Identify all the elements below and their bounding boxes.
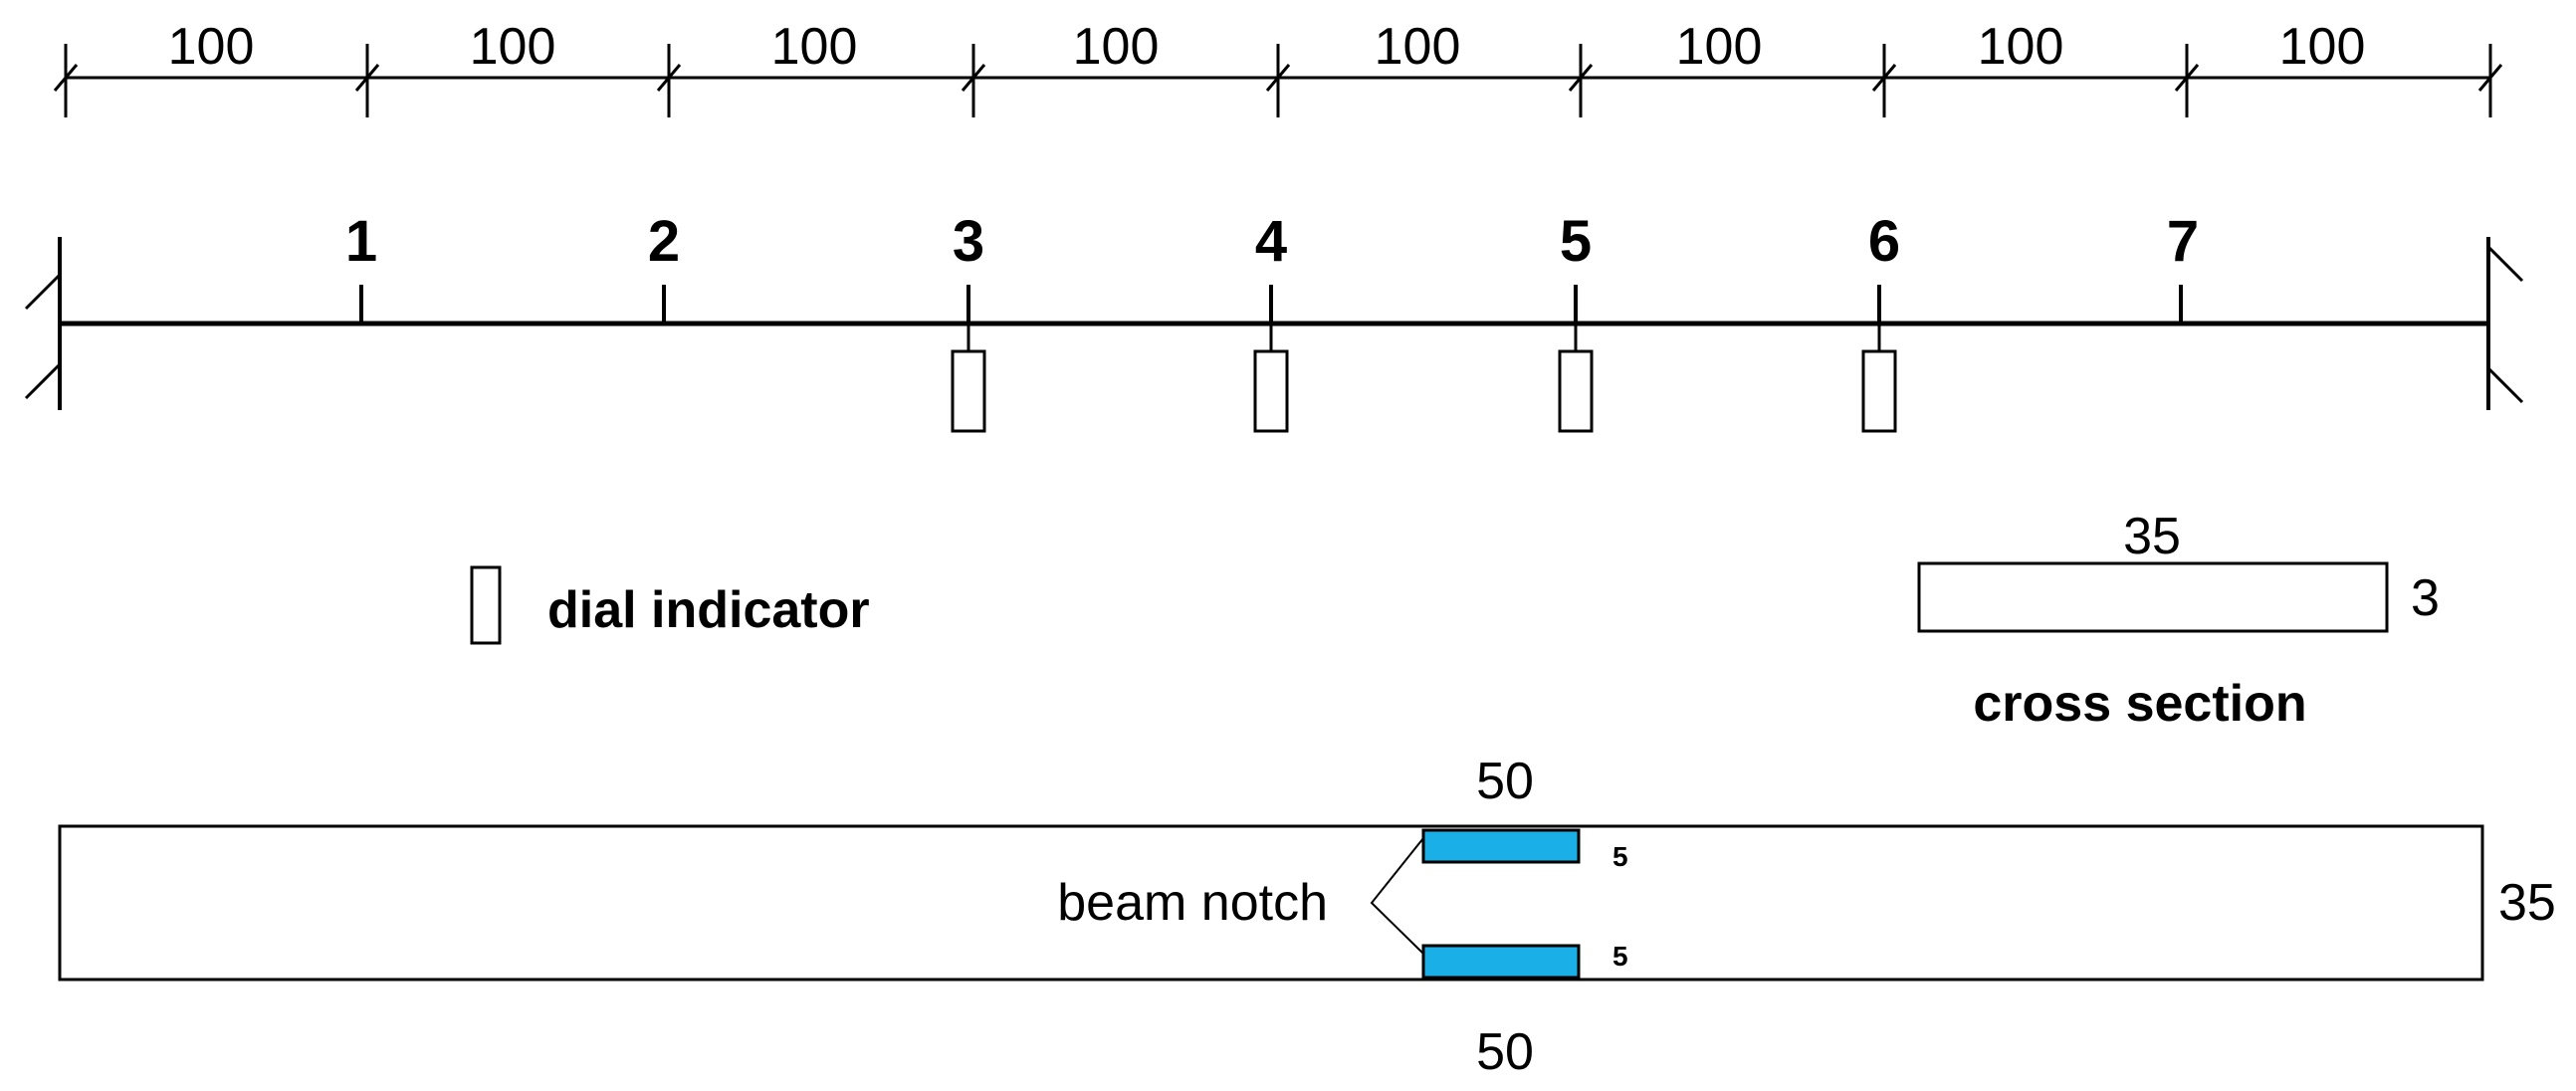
- bottom-notch-length: 50: [1476, 1023, 1534, 1081]
- cross-section-caption: cross section: [1973, 675, 2306, 733]
- dimension-chain: 100 100 100 100 100 100 100 100: [53, 18, 2503, 117]
- node-label: 2: [648, 209, 680, 274]
- dial-indicator: [1253, 349, 1289, 433]
- cross-section-width: 35: [2123, 508, 2181, 565]
- dimension-label: 100: [1073, 18, 1160, 76]
- bottom-notch: [1421, 944, 1581, 980]
- node-label: 4: [1255, 209, 1287, 274]
- top-notch: [1421, 828, 1581, 864]
- node-label: 7: [2167, 209, 2199, 274]
- dial-indicators: [951, 324, 1897, 433]
- cross-section: 35 3 cross section: [1917, 508, 2440, 733]
- dimension-label: 100: [1676, 18, 1763, 76]
- dimension-slash: [53, 64, 79, 92]
- cross-section-height: 3: [2411, 569, 2440, 627]
- node-ticks: [359, 285, 2183, 324]
- beam-plan-width: 35: [2498, 874, 2556, 932]
- beam-elevation: 1 2 3 4 5 6 7: [24, 209, 2524, 433]
- right-fixed-support: [2486, 237, 2524, 410]
- dimension-label: 100: [470, 18, 556, 76]
- dimension-slash: [2477, 64, 2503, 92]
- dial-indicator-label: dial indicator: [547, 581, 870, 639]
- cross-section-rect: [1917, 561, 2389, 633]
- dimension-slash: [2174, 64, 2200, 92]
- node-label: 6: [1868, 209, 1900, 274]
- dimension-label: 100: [1978, 18, 2064, 76]
- dial-indicator-symbol: [470, 565, 502, 645]
- dial-indicator: [951, 349, 986, 433]
- dimension-slash: [1871, 64, 1897, 92]
- dimension-ticks: [53, 44, 2503, 117]
- top-notch-length: 50: [1476, 753, 1534, 810]
- dimension-slash: [354, 64, 380, 92]
- dimension-label: 100: [168, 18, 255, 76]
- beam-plan-rect: [58, 824, 2484, 982]
- node-label: 1: [345, 209, 377, 274]
- left-fixed-support: [24, 237, 62, 410]
- dimension-slash: [656, 64, 682, 92]
- beam-notch-label: beam notch: [1057, 874, 1328, 932]
- dial-indicator: [1558, 349, 1594, 433]
- node-label: 5: [1560, 209, 1592, 274]
- dimension-slash: [961, 64, 986, 92]
- dimension-label: 100: [1375, 18, 1461, 76]
- dimension-label: 100: [2279, 18, 2366, 76]
- node-label: 3: [953, 209, 984, 274]
- dimension-slash: [1265, 64, 1291, 92]
- legend: dial indicator: [470, 565, 870, 645]
- notch-leader-line: [1370, 837, 1424, 955]
- top-notch-depth: 5: [1612, 841, 1628, 872]
- dial-indicator: [1861, 349, 1897, 433]
- dimension-label: 100: [771, 18, 858, 76]
- dimension-slash: [1568, 64, 1594, 92]
- bottom-notch-depth: 5: [1612, 941, 1628, 972]
- notch-plan-view: 50 5 5 50 beam notch 35: [58, 753, 2556, 1081]
